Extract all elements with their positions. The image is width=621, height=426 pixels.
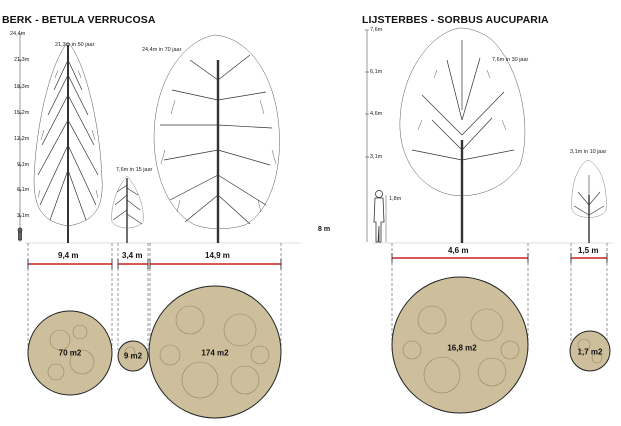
growth-annotation: 7,6m in 15 jaar	[116, 167, 153, 173]
canopy-area-label: 174 m2	[201, 348, 229, 358]
berk-panel: BERK - BETULA VERRUCOSA	[2, 14, 300, 419]
axis-tick: 4,6m	[370, 111, 383, 117]
person-height-label: 1,8m	[389, 196, 402, 202]
canopy-width-label: 4,6 m	[448, 246, 469, 255]
tree-1	[33, 41, 103, 243]
canopy-area-label: 16,8 m2	[447, 343, 477, 353]
axis-tick: 24,4m	[10, 31, 26, 37]
lijsterbes-panel: LIJSTERBES - SORBUS AUCUPARIA	[352, 0, 621, 426]
canopy-width-label: 1,5 m	[578, 246, 599, 255]
canopy-area-label: 70 m2	[58, 348, 82, 358]
berk-drawing	[17, 33, 300, 419]
axis-tick: 7,6m	[370, 27, 383, 33]
canopy-area-label: 9 m2	[123, 351, 143, 361]
growth-annotation: 7,6m in 30 jaar	[492, 57, 529, 63]
canopy-circle-2	[569, 330, 611, 372]
axis-tick: 12,2m	[14, 136, 30, 142]
canopy-area-label: 1,7 m2	[577, 347, 603, 357]
axis-tick: 21,3m	[14, 57, 30, 63]
person-icon	[17, 227, 23, 241]
canopy-width-label: 14,9 m	[205, 251, 230, 260]
panel-title: BERK - BETULA VERRUCOSA	[2, 14, 156, 26]
canopy-width-label: 9,4 m	[58, 251, 79, 260]
growth-annotation: 3,1m in 10 jaar	[570, 149, 607, 155]
axis-tick: 3,1m	[370, 154, 383, 160]
canopy-circle-3	[148, 285, 282, 419]
tree-3	[153, 34, 280, 243]
axis-tick: 18,3m	[14, 84, 30, 90]
axis-tick: 3,1m	[17, 213, 30, 219]
canopy-width-label: 3,4 m	[122, 251, 143, 260]
growth-annotation: 24,4m in 70 jaar	[142, 47, 182, 53]
axis-tick: 9,1m	[17, 162, 30, 168]
axis-tick: 6,1m	[17, 187, 30, 193]
person-icon	[373, 190, 385, 243]
canopy-circle-1	[391, 276, 529, 414]
axis-tick: 6,1m	[370, 69, 383, 75]
axis-tick: 15,2m	[14, 110, 30, 116]
canopy-circles	[27, 285, 282, 419]
growth-annotation: 21,3m in 50 jaar	[55, 42, 95, 48]
panel-title: LIJSTERBES - SORBUS AUCUPARIA	[362, 14, 549, 26]
lijsterbes-drawing	[365, 27, 612, 414]
tree-2	[111, 175, 144, 243]
canopy-circles	[391, 276, 611, 414]
stray-height-label: 8 m	[318, 226, 331, 233]
tree-2	[571, 159, 607, 243]
canopy-circle-1	[27, 310, 113, 396]
